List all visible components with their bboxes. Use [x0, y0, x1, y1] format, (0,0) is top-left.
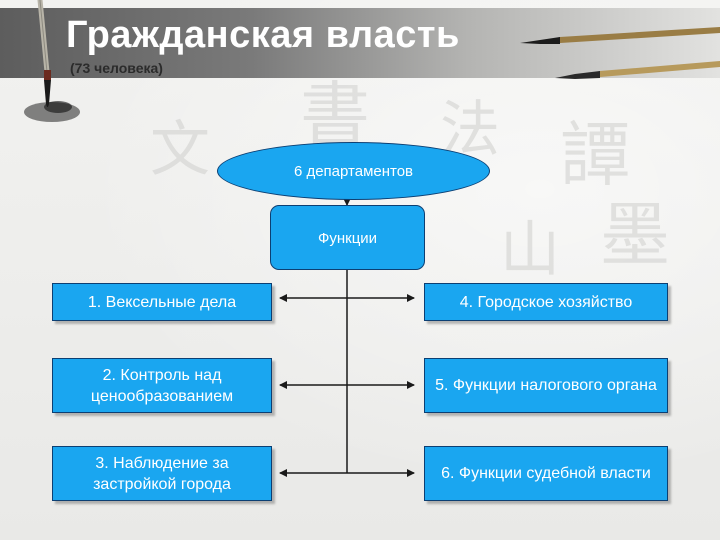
brush-illustration: [24, 0, 720, 122]
page-title: Гражданская власть: [66, 14, 460, 56]
right-brushes-icon: [520, 27, 720, 79]
root-node: 6 департаментов: [217, 142, 490, 200]
title-band: Гражданская власть (73 человека): [0, 8, 720, 78]
left-brush-icon: [37, 0, 51, 107]
department-3: 3. Наблюдение за застройкой города: [52, 446, 272, 501]
department-6: 6. Функции судебной власти: [424, 446, 668, 501]
department-5: 5. Функции налогового органа: [424, 358, 668, 413]
department-2: 2. Контроль над ценообразованием: [52, 358, 272, 413]
page-subtitle: (73 человека): [70, 60, 163, 76]
department-1: 1. Вексельные дела: [52, 283, 272, 321]
department-4: 4. Городское хозяйство: [424, 283, 668, 321]
functions-node: Функции: [270, 205, 425, 270]
